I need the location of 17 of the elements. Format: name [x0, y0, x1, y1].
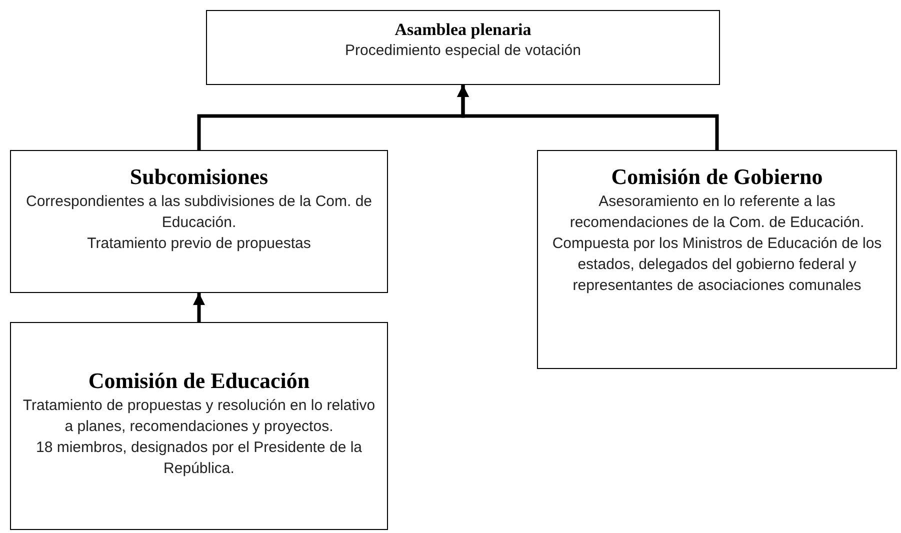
box-description: Tratamiento de propuestas y resolución en lo relativo a planes, recomendaciones y proyectos. [22, 396, 376, 436]
box-heading: Comisión de Gobierno [611, 163, 823, 190]
box-heading: Comisión de Educación [88, 367, 310, 394]
org-box [10, 322, 388, 530]
box-description: 18 miembros, designados por el Presidente de la República. [34, 438, 364, 478]
org-box [206, 10, 720, 85]
box-description: Procedimiento especial de votación [345, 41, 581, 62]
org-box [537, 150, 897, 369]
box-description: Tratamiento previo de propuestas [87, 234, 311, 254]
box-description: Asesoramiento en lo referente a las recomendaciones de la Com. de Educación. [568, 192, 866, 232]
box-heading: Subcomisiones [130, 163, 268, 190]
org-box [10, 150, 388, 293]
connector-arrow [457, 85, 719, 150]
box-description: Compuesta por los Ministros de Educación de los estados, delegados del gobierno federal y representantes de asociaciones comunales [551, 234, 883, 296]
connector-arrow [193, 293, 205, 322]
box-heading: Asamblea plenaria [394, 19, 532, 40]
box-description: Correspondientes a las subdivisiones de la Com. de Educación. [24, 192, 374, 232]
